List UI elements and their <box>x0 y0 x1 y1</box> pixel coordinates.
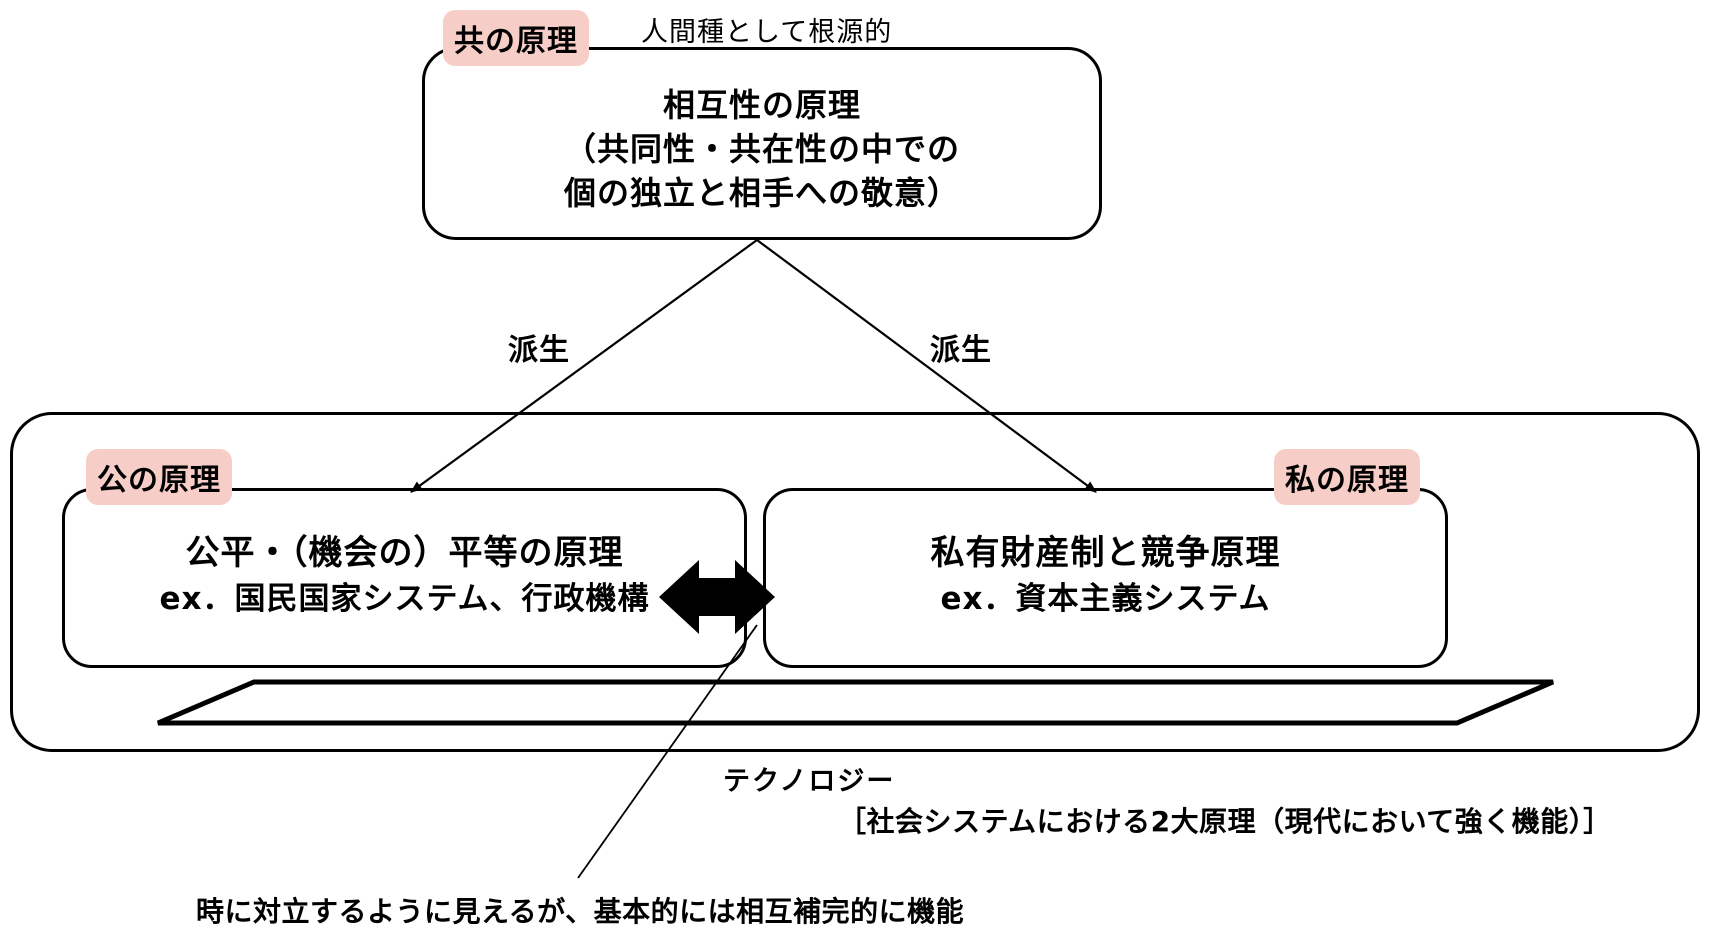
right-box-line1: 私有財産制と競争原理 <box>930 533 1281 573</box>
system-caption-label: ［社会システムにおける2大原理（現代において強く機能）］ <box>838 805 1612 838</box>
top-principle-box: 相互性の原理 （共同性・共在性の中での 個の独立と相手への敬意） <box>422 47 1102 240</box>
bottom-note-label: 時に対立するように見えるが、基本的には相互補完的に機能 <box>196 895 965 928</box>
tag-watashi-no-genri: 私の原理 <box>1274 449 1420 505</box>
top-box-line2: （共同性・共在性の中での <box>563 130 960 168</box>
private-principle-box: 私有財産制と競争原理 ex．資本主義システム <box>763 488 1448 668</box>
tag-tomo-no-genri: 共の原理 <box>443 10 589 66</box>
technology-banner-label: テクノロジー <box>723 766 896 797</box>
right-box-line2: ex．資本主義システム <box>940 581 1271 617</box>
top-box-line3: 個の独立と相手への敬意） <box>563 174 960 212</box>
left-box-line1: 公平・（機会の）平等の原理 <box>185 533 624 573</box>
top-box-line1: 相互性の原理 <box>662 86 861 124</box>
public-principle-box: 公平・（機会の）平等の原理 ex．国民国家システム、行政機構 <box>62 488 747 668</box>
tag-ko-no-genri: 公の原理 <box>86 449 232 505</box>
left-box-line2: ex．国民国家システム、行政機構 <box>159 581 650 617</box>
top-note-label: 人間種として根源的 <box>641 17 893 48</box>
derive-label-left: 派生 <box>508 333 570 368</box>
derive-label-right: 派生 <box>930 333 992 368</box>
